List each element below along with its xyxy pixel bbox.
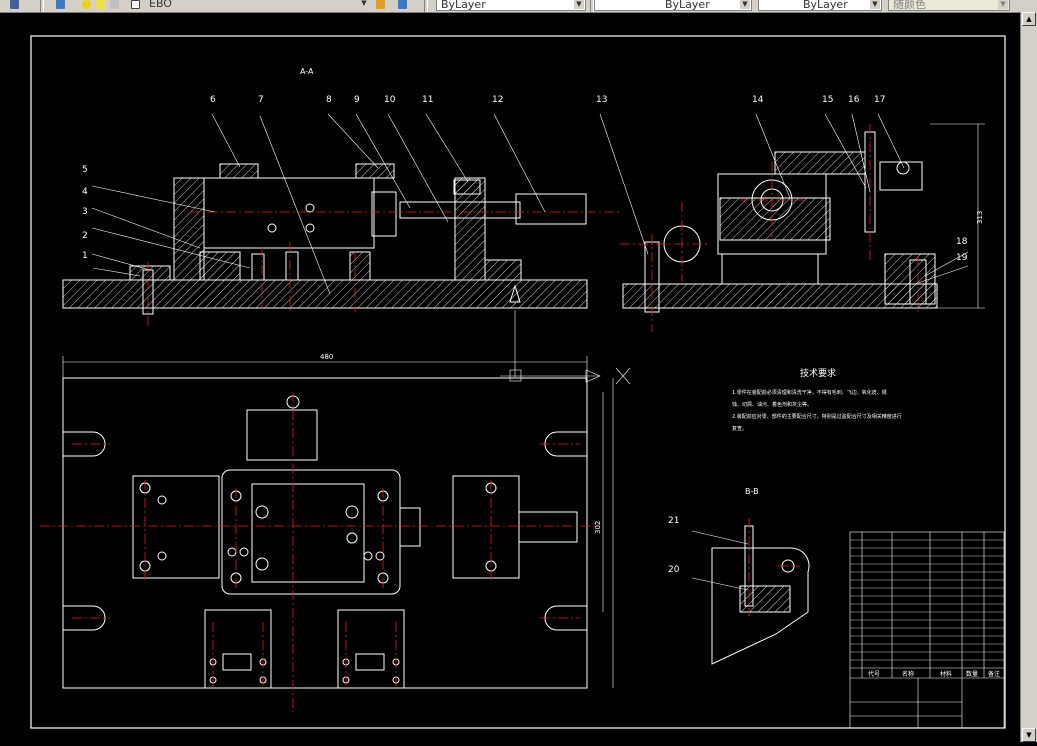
plan-view-centerlines xyxy=(40,392,600,712)
section-aa-view xyxy=(62,163,588,315)
dim-vertical: 302 xyxy=(594,521,602,534)
chevron-down-icon[interactable]: ▼ xyxy=(998,0,1008,9)
color-value: ByLayer xyxy=(441,0,486,11)
layer-dropdown[interactable]: EBO ▼ xyxy=(145,0,370,11)
chevron-down-icon[interactable]: ▼ xyxy=(574,0,584,9)
callout-15: 15 xyxy=(822,95,833,105)
callout-9: 9 xyxy=(354,95,360,105)
plotstyle-value: 随颜色 xyxy=(893,0,926,11)
color-dropdown[interactable]: ByLayer ▼ xyxy=(436,0,586,11)
lineweight-dropdown[interactable]: ByLayer ▼ xyxy=(758,0,882,11)
properties-toolbar: EBO ▼ ByLayer ▼ ByLayer ▼ ByLayer ▼ 随颜色 … xyxy=(0,0,1037,13)
callout-numbers: 1 2 3 4 5 6 7 8 9 10 11 12 13 14 15 16 1… xyxy=(82,95,968,575)
section-bb-view xyxy=(711,525,810,665)
callout-10: 10 xyxy=(384,95,396,105)
section-bb-label: B-B xyxy=(745,487,759,496)
scroll-up-button[interactable]: ▲ xyxy=(1022,12,1036,26)
callout-16: 16 xyxy=(848,95,860,105)
linetype-value: ByLayer xyxy=(665,0,710,11)
drawing-border xyxy=(30,35,1006,729)
toolbar-separator xyxy=(40,0,44,12)
callout-4: 4 xyxy=(82,187,88,197)
callout-13: 13 xyxy=(596,95,607,105)
lineweight-value: ByLayer xyxy=(803,0,848,11)
toolbar-separator xyxy=(590,0,594,12)
section-aa-centerlines xyxy=(147,211,620,327)
header-name: 名称 xyxy=(902,670,914,678)
callout-7: 7 xyxy=(258,95,264,105)
section-aa-label: A-A xyxy=(300,67,314,76)
callout-14: 14 xyxy=(752,95,764,105)
tech-req-line1: 1.零件在装配前必须清理和清洗干净，不得有毛刺、飞边、氧化皮、锈 xyxy=(732,389,887,396)
plan-view-holes xyxy=(139,482,497,684)
parts-list-table xyxy=(849,531,1005,729)
layer-previous-icon[interactable] xyxy=(398,0,407,9)
plan-view xyxy=(62,377,588,689)
chevron-down-icon[interactable]: ▼ xyxy=(359,0,369,8)
callout-11: 11 xyxy=(422,95,433,105)
callout-17: 17 xyxy=(874,95,885,105)
layer-on-icon[interactable] xyxy=(82,0,91,9)
callout-18: 18 xyxy=(956,237,968,247)
tech-req-line2: 蚀、切屑、油污、着色剂和灰尘等。 xyxy=(732,401,812,408)
tech-req-line4: 复查。 xyxy=(732,425,747,432)
side-view xyxy=(622,131,938,313)
side-view-dims xyxy=(930,123,985,309)
parts-list-rows xyxy=(850,539,1004,661)
callout-8: 8 xyxy=(326,95,332,105)
layer-states-icon[interactable] xyxy=(56,0,65,9)
callout-12: 12 xyxy=(492,95,503,105)
scroll-down-button[interactable]: ▼ xyxy=(1022,728,1036,742)
section-bb-centerlines xyxy=(748,518,800,616)
callout-6: 6 xyxy=(210,95,216,105)
layer-value: EBO xyxy=(149,0,172,10)
callout-3: 3 xyxy=(82,207,88,217)
toolbar-separator xyxy=(424,0,428,12)
callout-1: 1 xyxy=(82,251,88,261)
chevron-down-icon[interactable]: ▼ xyxy=(740,0,750,9)
header-qty: 数量 xyxy=(966,670,978,678)
plotstyle-dropdown[interactable]: 随颜色 ▼ xyxy=(888,0,1010,11)
header-material: 材料 xyxy=(940,670,952,678)
dim-height-right: 313 xyxy=(976,211,984,224)
header-remark: 备注 xyxy=(988,670,1000,678)
leader-lines xyxy=(91,113,969,591)
layer-manager-icon[interactable] xyxy=(10,0,19,9)
make-current-icon[interactable] xyxy=(376,0,385,9)
linetype-dropdown[interactable]: ByLayer ▼ xyxy=(594,0,752,11)
plan-view-dims xyxy=(62,310,631,688)
dim-width: 480 xyxy=(320,353,333,361)
drawing-canvas[interactable]: A-A xyxy=(0,12,1020,742)
layer-color-icon xyxy=(131,0,140,9)
side-view-centerlines xyxy=(620,124,919,332)
callout-20: 20 xyxy=(668,565,680,575)
title-block-headers: 代号 名称 材料 数量 备注 xyxy=(868,670,1000,678)
vertical-scrollbar[interactable]: ▲ ▼ xyxy=(1020,12,1037,742)
callout-21: 21 xyxy=(668,516,679,526)
callout-5: 5 xyxy=(82,165,88,175)
chevron-down-icon[interactable]: ▼ xyxy=(870,0,880,9)
callout-2: 2 xyxy=(82,231,88,241)
header-code: 代号 xyxy=(868,670,880,678)
tech-req-line3: 2.装配前应对零、部件的主要配合尺寸，特别是过盈配合尺寸及相关精度进行 xyxy=(732,413,902,420)
layer-freeze-icon[interactable] xyxy=(96,0,105,9)
callout-19: 19 xyxy=(956,253,968,263)
tech-req-title: 技术要求 xyxy=(800,367,836,379)
layer-lock-icon[interactable] xyxy=(110,0,119,9)
